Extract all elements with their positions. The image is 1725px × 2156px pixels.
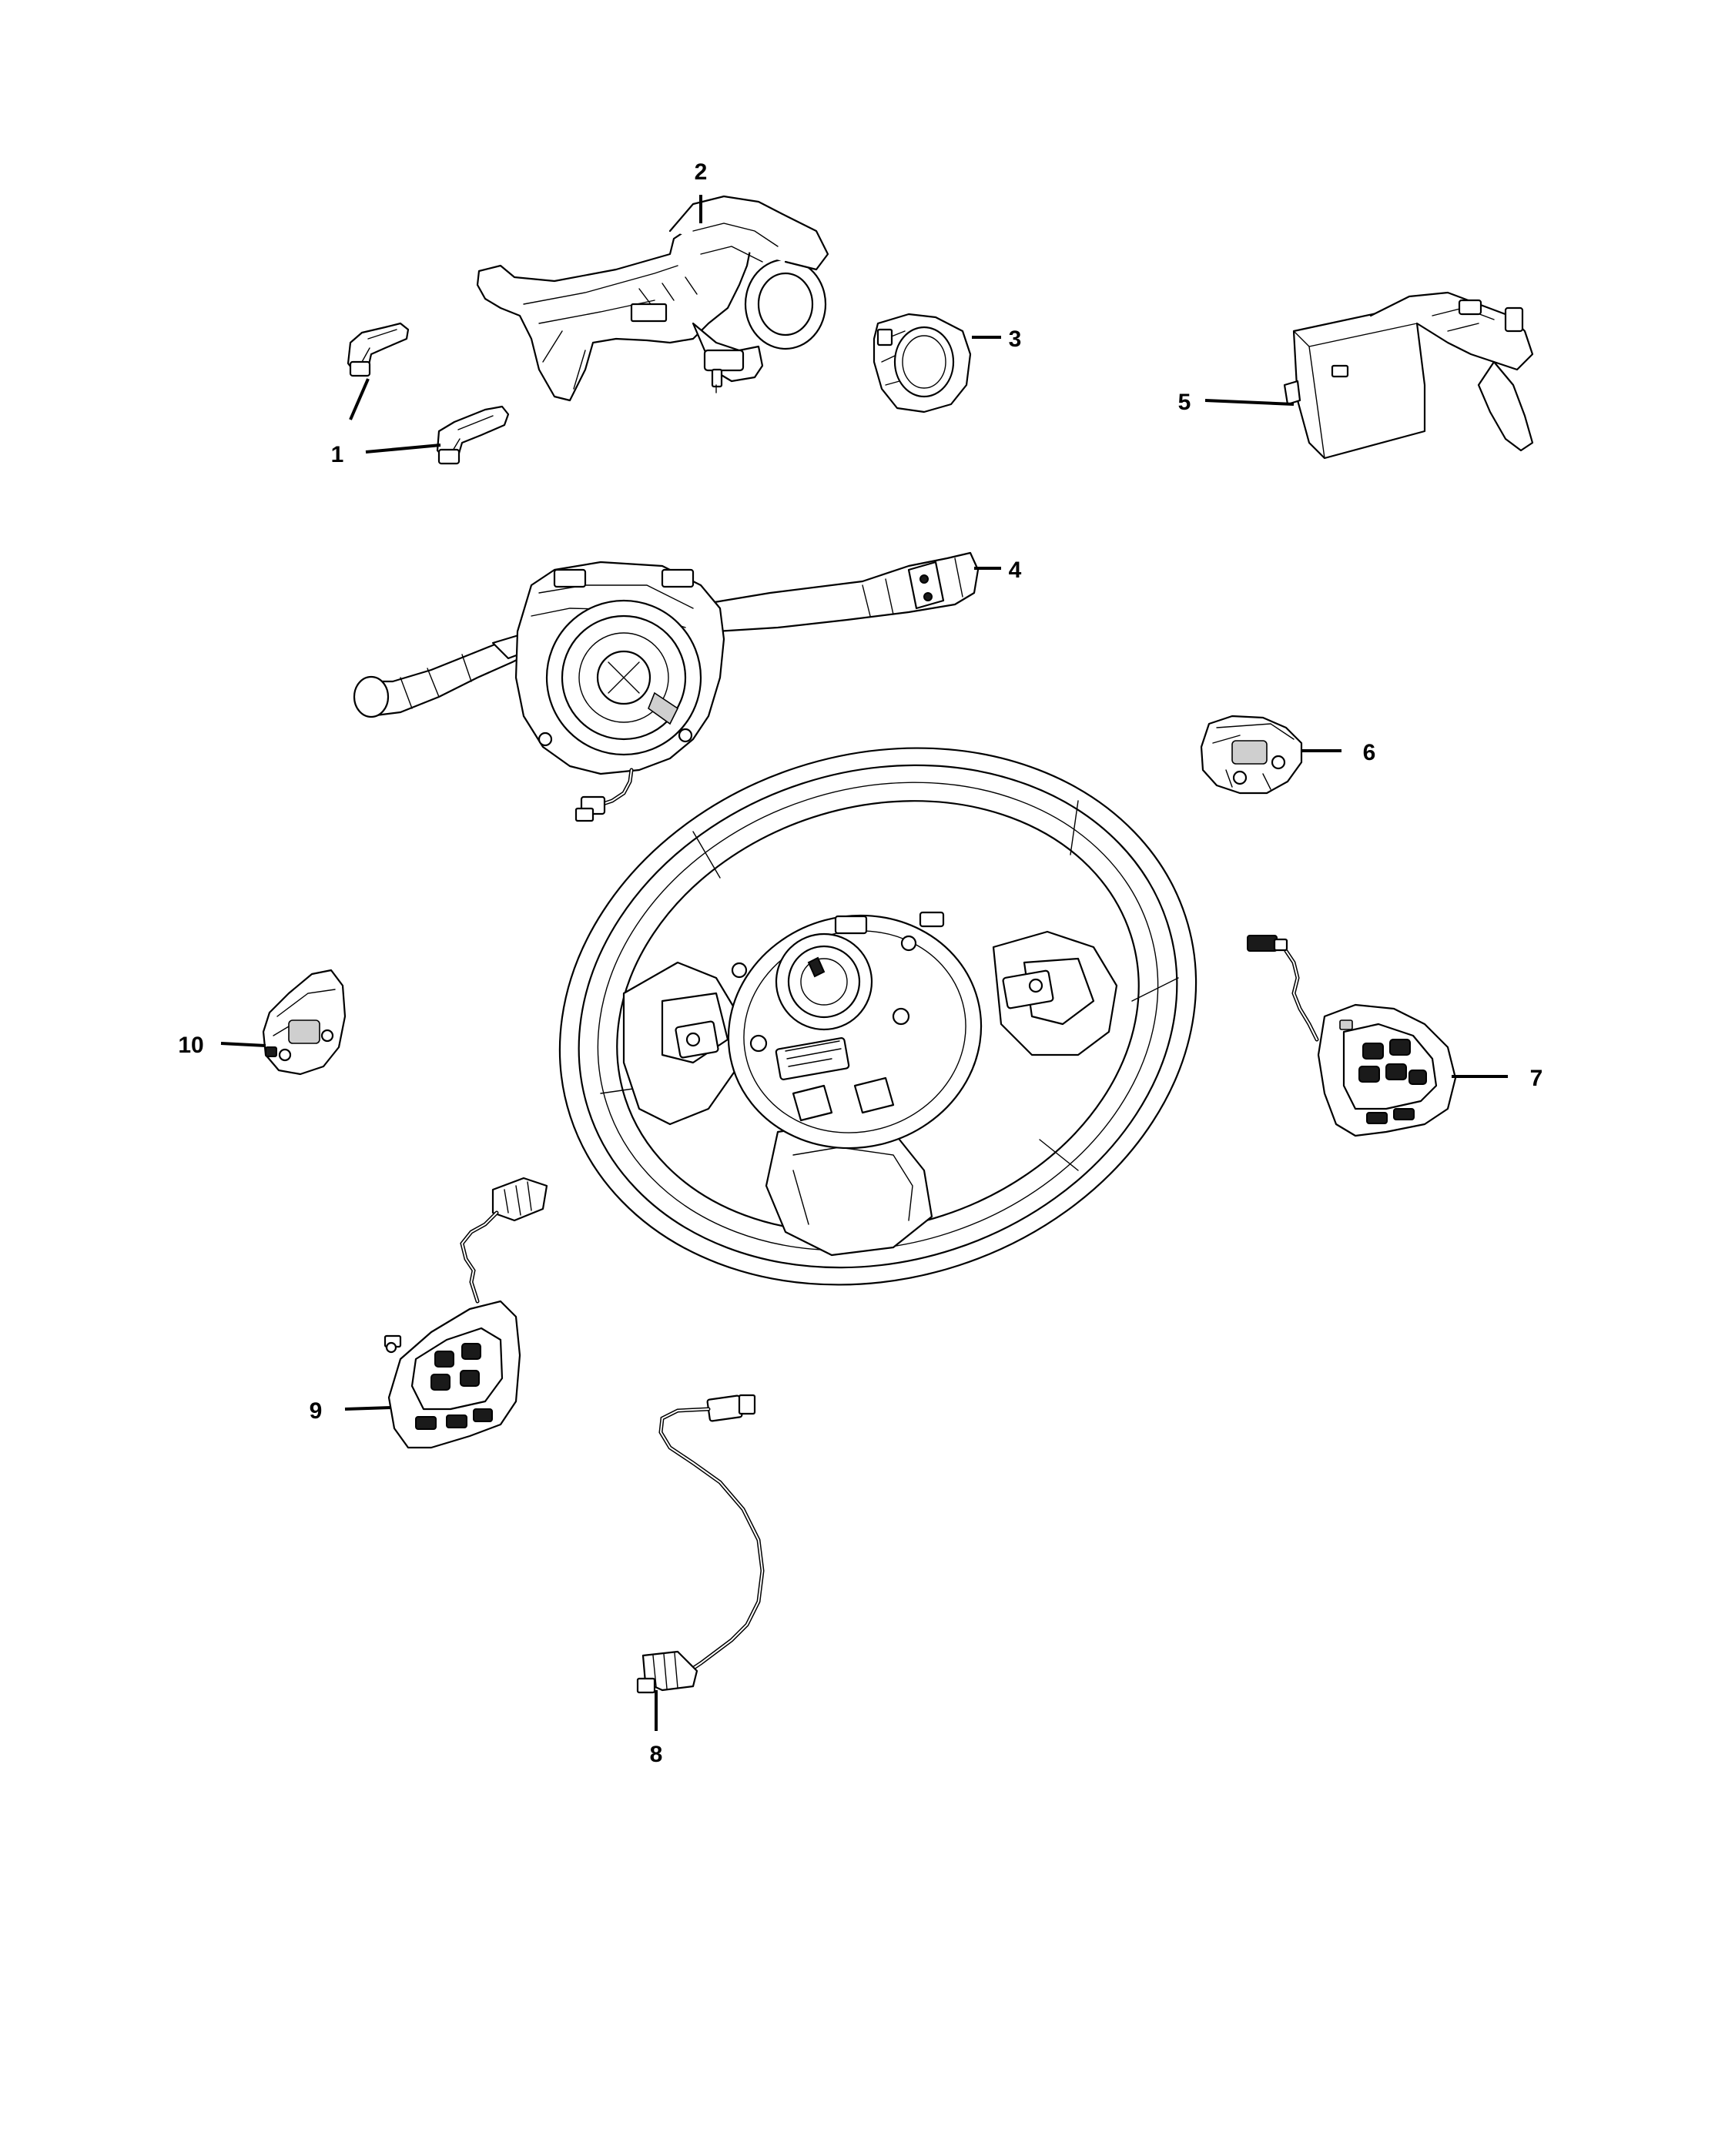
- part-7-switch-right: [1247, 935, 1457, 1137]
- part-1-pin-lower: [436, 405, 510, 465]
- leader-1a: [349, 378, 370, 420]
- callout-label-5: 5: [1178, 390, 1191, 415]
- part-4-multifunction-switch: [353, 551, 980, 822]
- leader-10: [220, 1042, 266, 1047]
- callout-label-1: 1: [331, 442, 344, 467]
- leader-5: [1204, 399, 1295, 406]
- callout-label-9: 9: [310, 1398, 323, 1424]
- part-9-switch-left: [384, 1177, 548, 1449]
- callout-label-4: 4: [1009, 557, 1022, 583]
- part-10-switch-cover: [262, 969, 347, 1076]
- callout-label-10: 10: [178, 1033, 203, 1058]
- callout-label-3: 3: [1009, 326, 1022, 352]
- callout-label-6: 6: [1363, 740, 1376, 765]
- callout-labels: 1 2 3 4 5 6 7 8 9 10: [178, 159, 1542, 1767]
- leader-1b: [365, 444, 441, 454]
- part-2-column-housing: [476, 195, 829, 402]
- part-1-pin-upper: [347, 322, 410, 377]
- part-8-wire-harness: [636, 1394, 765, 1694]
- part-1-buttons: [347, 322, 510, 465]
- part-3-ring: [873, 313, 972, 413]
- callout-label-2: 2: [695, 159, 708, 185]
- part-5-module: [1283, 291, 1534, 460]
- callout-label-8: 8: [650, 1742, 663, 1767]
- steering-wheel: [558, 747, 1197, 1286]
- part-6-switch-cover: [1200, 715, 1303, 795]
- callout-leaders: [220, 195, 1508, 1731]
- leader-9: [344, 1406, 392, 1411]
- callout-label-7: 7: [1530, 1066, 1543, 1091]
